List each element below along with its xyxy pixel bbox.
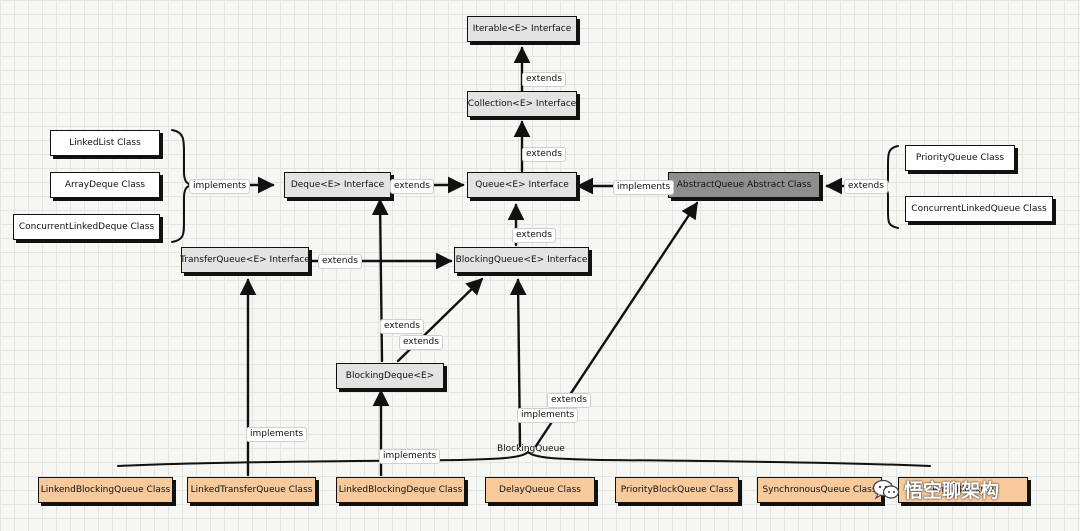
node-delay-queue-class: DelayQueue Class: [485, 477, 595, 503]
label-implements-abstract-queue: implements: [613, 180, 675, 195]
node-concurrent-linked-deque-class: ConcurrentLinkedDeque Class: [13, 214, 160, 240]
node-linked-blocking-queue-class: LinkendBlockingQueue Class: [38, 477, 173, 503]
node-array-blocking-queue-class: ArrayBlocking: [898, 477, 1028, 503]
node-linked-list-class: LinkedList Class: [50, 130, 160, 156]
label-implements-deque: implements: [189, 179, 251, 194]
node-deque-interface: Deque<E> Interface: [284, 172, 391, 198]
node-queue-interface: Queue<E> Interface: [467, 172, 577, 198]
watermark-text: 悟空聊架构: [904, 480, 1000, 502]
label-extends-bracket-abstract: extends: [547, 393, 591, 408]
node-transfer-queue-interface: TransferQueue<E> Interface: [180, 247, 310, 273]
bracket-label-blockingqueue: BlockingQueue: [497, 444, 565, 454]
node-blocking-queue-interface: BlockingQueue<E> Interface: [454, 247, 589, 273]
label-implements-lbd-blockingdeque: implements: [379, 449, 441, 464]
label-extends-deque-queue: extends: [390, 179, 434, 194]
label-extends-collection-iterable: extends: [522, 72, 566, 87]
node-abstract-queue: AbstractQueue Abstract Class: [668, 172, 820, 198]
node-priority-queue-class: PriorityQueue Class: [905, 145, 1015, 171]
label-extends-blockingqueue-queue: extends: [512, 228, 556, 243]
label-implements-bracket-blockingqueue: implements: [517, 408, 579, 423]
node-array-deque-class: ArrayDeque Class: [50, 172, 160, 198]
label-implements-lt-transfer: implements: [246, 427, 308, 442]
node-linked-blocking-deque-class: LinkedBlockingDeque Class: [336, 477, 465, 503]
bottom-brace: [117, 450, 931, 467]
wechat-icon: [872, 479, 900, 499]
node-linked-transfer-queue-class: LinkedTransferQueue Class: [187, 477, 316, 503]
label-extends-queue-collection: extends: [522, 147, 566, 162]
node-iterable-interface: Iterable<E> Interface: [467, 16, 577, 42]
node-synchronous-queue-class: SynchronousQueue Class: [757, 477, 882, 503]
label-extends-blockingdeque-blockingqueue: extends: [399, 335, 443, 350]
label-extends-abstract-right: extends: [844, 179, 888, 194]
node-blocking-deque: BlockingDeque<E>: [336, 363, 444, 389]
edge-blockingdeque-deque: [371, 198, 389, 363]
node-concurrent-linked-queue-class: ConcurrentLinkedQueue Class: [905, 196, 1053, 222]
node-priority-block-queue-class: PriorityBlockQueue Class: [615, 477, 739, 503]
node-collection-interface: Collection<E> Interface: [467, 91, 577, 117]
label-extends-blockingdeque-deque: extends: [380, 319, 424, 334]
label-extends-transfer-blocking: extends: [318, 254, 362, 269]
watermark: 悟空聊架构: [872, 476, 999, 503]
